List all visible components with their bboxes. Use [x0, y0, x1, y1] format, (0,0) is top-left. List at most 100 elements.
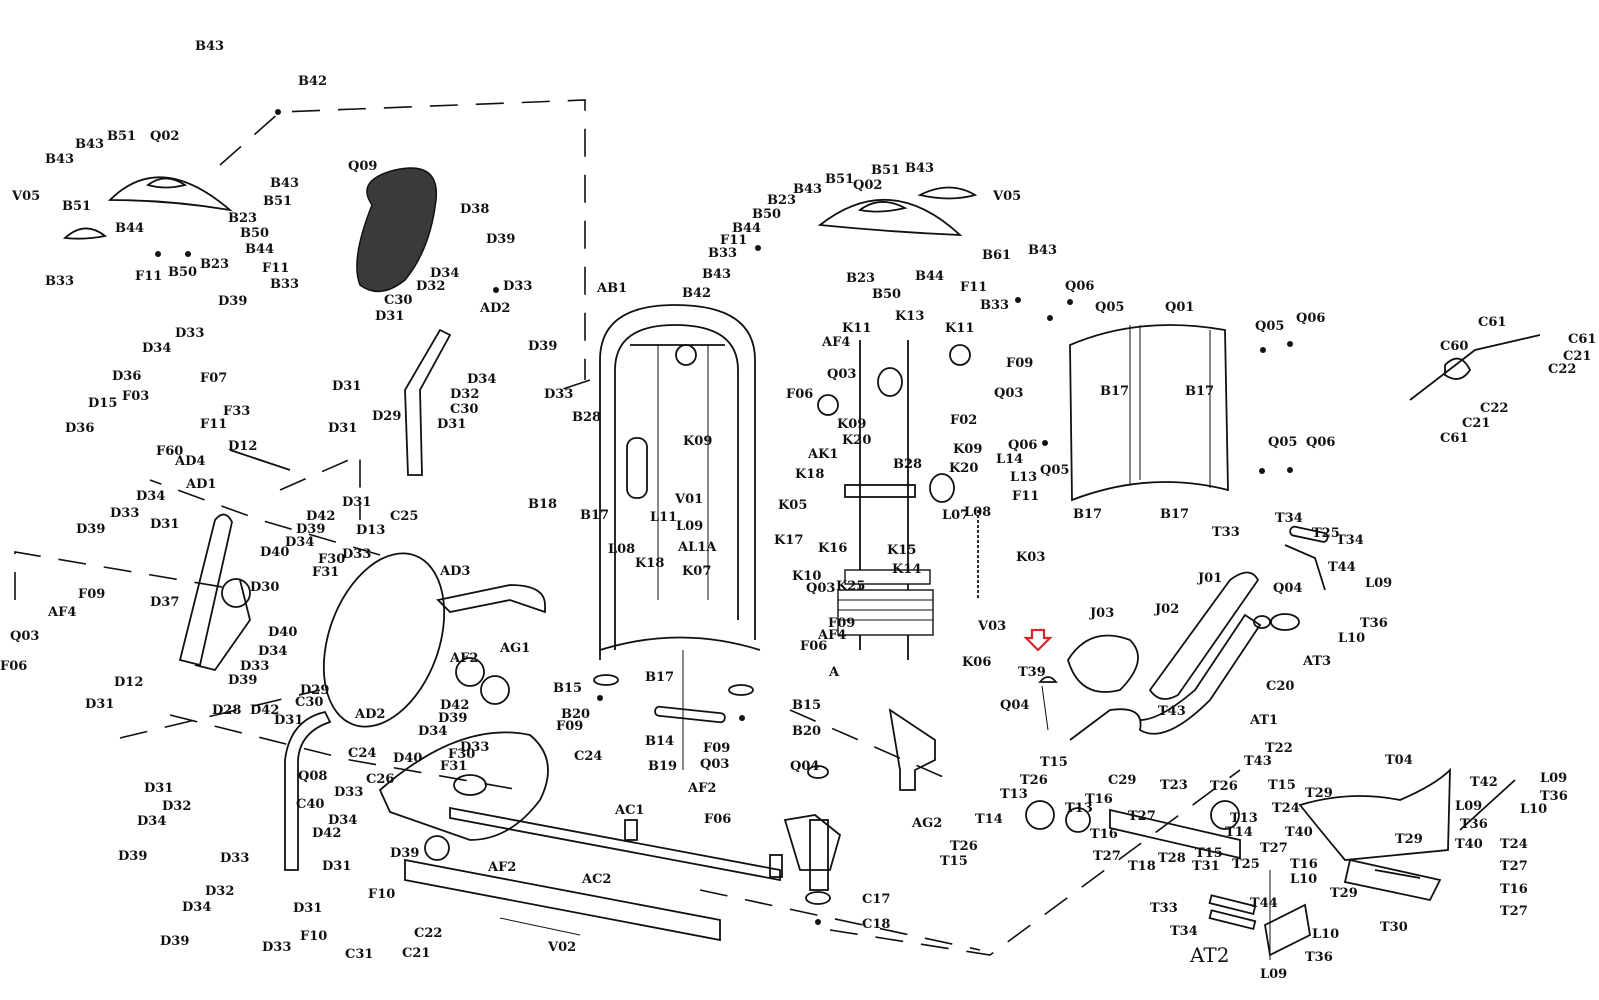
part-label-ac2: AC2: [581, 872, 611, 887]
part-label-k07: K07: [682, 564, 711, 579]
part-label-t15: T15: [1040, 755, 1068, 770]
part-label-t16: T16: [1090, 827, 1118, 842]
part-label-c31: C31: [345, 947, 373, 962]
part-label-b51: B51: [107, 129, 136, 144]
part-label-t26: T26: [1210, 779, 1238, 794]
part-label-t42: T42: [1470, 775, 1498, 790]
part-label-k20: K20: [949, 461, 978, 476]
part-label-b61: B61: [982, 248, 1011, 263]
part-label-f06: F06: [704, 812, 731, 827]
part-label-b17: B17: [1100, 384, 1129, 399]
part-label-d36: D36: [112, 369, 141, 384]
part-label-t29: T29: [1305, 786, 1333, 801]
part-label-d39: D39: [228, 673, 257, 688]
part-t39-pin: [1038, 676, 1058, 731]
part-label-d34: D34: [328, 813, 357, 828]
handle-b14: [654, 650, 726, 770]
part-label-ad4: AD4: [174, 454, 205, 469]
part-label-f30: F30: [448, 747, 475, 762]
part-label-l09: L09: [1365, 576, 1392, 591]
part-label-t40: T40: [1455, 837, 1483, 852]
part-label-b50: B50: [872, 287, 901, 302]
part-label-ad2: AD2: [354, 707, 385, 722]
part-label-d33: D33: [334, 785, 363, 800]
part-label-ag1: AG1: [499, 641, 530, 656]
part-label-k09: K09: [837, 417, 866, 432]
part-label-q05: Q05: [1268, 435, 1297, 450]
main-frame-ab1: [593, 304, 761, 696]
part-label-t27: T27: [1500, 859, 1528, 874]
part-label-d39: D39: [296, 522, 325, 537]
part-label-b15: B15: [553, 681, 582, 696]
part-label-f11: F11: [262, 261, 289, 276]
part-label-t27: T27: [1260, 841, 1288, 856]
part-label-d13: D13: [356, 523, 385, 538]
part-label-d31: D31: [332, 379, 361, 394]
rail-ac1: [404, 765, 842, 942]
part-label-t22: T22: [1265, 741, 1293, 756]
part-label-d33: D33: [110, 506, 139, 521]
part-label-c24: C24: [574, 749, 602, 764]
part-label-t13: T13: [1065, 801, 1093, 816]
part-label-f31: F31: [440, 759, 467, 774]
foot-plate-t04: [1298, 767, 1516, 902]
part-label-t18: T18: [1128, 859, 1156, 874]
part-label-ak1: AK1: [807, 447, 838, 462]
part-label-d31: D31: [375, 309, 404, 324]
part-label-b43: B43: [702, 267, 731, 282]
part-label-d39: D39: [438, 711, 467, 726]
part-label-d38: D38: [460, 202, 489, 217]
part-label-f09: F09: [78, 587, 105, 602]
part-label-c21: C21: [1563, 349, 1591, 364]
part-label-t15: T15: [940, 854, 968, 869]
part-label-c22: C22: [1480, 401, 1508, 416]
part-label-b17: B17: [1073, 507, 1102, 522]
part-label-c26: C26: [366, 772, 394, 787]
part-label-b42: B42: [682, 286, 711, 301]
part-label-b18: B18: [528, 497, 557, 512]
part-label-q06: Q06: [1008, 438, 1037, 453]
part-label-d40: D40: [260, 545, 289, 560]
part-label-d34: D34: [182, 900, 211, 915]
part-label-f11: F11: [1012, 489, 1039, 504]
part-label-d31: D31: [144, 781, 173, 796]
part-label-b19: B19: [648, 759, 677, 774]
part-label-f06: F06: [0, 659, 27, 674]
part-label-t16: T16: [1290, 857, 1318, 872]
part-label-d34: D34: [142, 341, 171, 356]
part-label-b17: B17: [580, 508, 609, 523]
part-label-t34: T34: [1336, 533, 1364, 548]
part-label-d15: D15: [88, 396, 117, 411]
foot-bar-at2: [1208, 870, 1311, 960]
part-label-t31: T31: [1192, 859, 1220, 874]
part-label-b23: B23: [767, 193, 796, 208]
part-label-b44: B44: [915, 269, 944, 284]
part-label-d32: D32: [205, 884, 234, 899]
part-label-c22: C22: [1548, 362, 1576, 377]
part-label-q06: Q06: [1065, 279, 1094, 294]
part-label-f11: F11: [200, 417, 227, 432]
part-label-ad3: AD3: [439, 564, 470, 579]
part-label-d34: D34: [136, 489, 165, 504]
part-label-b51: B51: [263, 194, 292, 209]
part-label-f02: F02: [950, 413, 977, 428]
fastener-dots: [155, 109, 1293, 925]
shroud-q01: [1069, 324, 1229, 502]
part-label-t27: T27: [1500, 904, 1528, 919]
part-label-t44: T44: [1328, 560, 1356, 575]
part-label-v02: V02: [547, 940, 576, 955]
part-label-l10: L10: [1312, 927, 1339, 942]
part-label-l08: L08: [964, 505, 991, 520]
part-label-q03: Q03: [806, 581, 835, 596]
part-label-f30: F30: [318, 552, 345, 567]
weight-stack-k06: [817, 340, 979, 660]
part-label-b33: B33: [45, 274, 74, 289]
part-label-d42: D42: [306, 509, 335, 524]
highlight-arrow-icon: [1023, 628, 1053, 652]
part-label-t13: T13: [1000, 787, 1028, 802]
part-label-t14: T14: [1225, 825, 1253, 840]
part-label-d40: D40: [268, 625, 297, 640]
part-label-f03: F03: [122, 389, 149, 404]
part-label-d29: D29: [300, 683, 329, 698]
